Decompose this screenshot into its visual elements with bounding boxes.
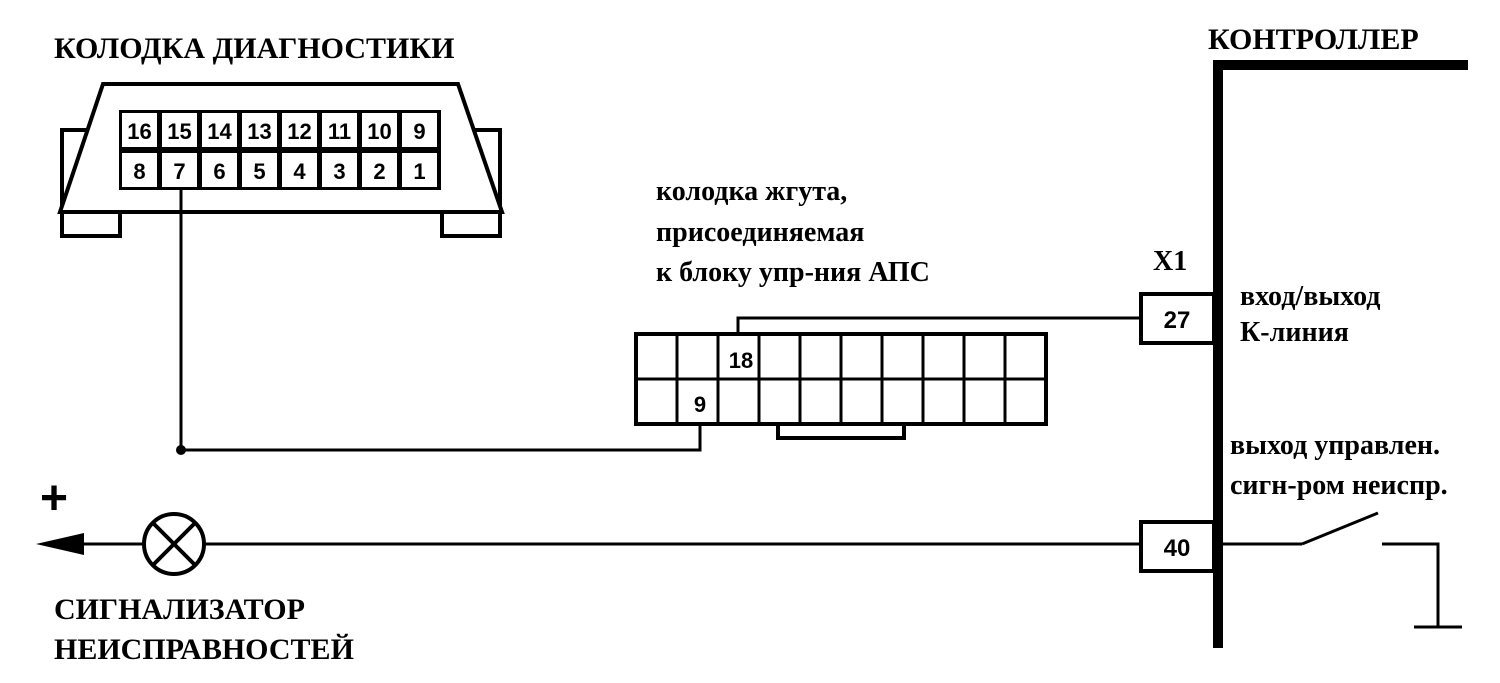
- lamp-label-line1: СИГНАЛИЗАТОР: [54, 593, 305, 626]
- diag-pin-cell: [162, 113, 197, 147]
- harness-pin-18-label: 18: [729, 348, 753, 373]
- diag-pin-label: 4: [293, 159, 306, 184]
- diag-pin-label: 1: [413, 159, 425, 184]
- controller-pin-40-label: 40: [1164, 535, 1191, 562]
- harness-label-line1: колодка жгута,: [656, 176, 848, 207]
- diag-pin-cell: [322, 153, 357, 187]
- wire-k-line: [736, 316, 1141, 334]
- plus-sign: +: [40, 472, 69, 525]
- diag-pin-label: 7: [173, 159, 185, 184]
- diag-pin-label: 10: [367, 119, 391, 144]
- diag-pin-label: 3: [333, 159, 345, 184]
- diag-pin-cell: [122, 153, 157, 187]
- junction-dot: [176, 445, 186, 455]
- arrow-left-icon: [36, 533, 84, 555]
- diag-pin-cell: [402, 153, 437, 187]
- diag-pin-cell: [402, 113, 437, 147]
- controller-pin-27-box: [1139, 292, 1216, 345]
- diag-pin-cell: [362, 113, 397, 147]
- wire-diag-pin7-to-harness-pin9: [179, 190, 702, 452]
- diag-pin-label: 11: [328, 119, 351, 144]
- diagnostic-connector: 16 15 14 13 12 11 10 9 8 7 6 5 4 3 2 1: [57, 82, 505, 238]
- diag-pin-label: 15: [167, 119, 191, 144]
- harness-pin-9-label: 9: [694, 392, 706, 417]
- diag-pin-cell: [322, 113, 357, 147]
- controller-pin-27-label: 27: [1164, 307, 1191, 334]
- diag-pin-label: 5: [253, 159, 265, 184]
- diag-pin-cell: [362, 153, 397, 187]
- diag-pin-label: 6: [213, 159, 225, 184]
- diag-connector-pins: 16 15 14 13 12 11 10 9 8 7 6 5 4 3 2 1: [122, 113, 437, 187]
- diag-pin-label: 2: [373, 159, 385, 184]
- diag-pin-cell: [282, 153, 317, 187]
- output-label-line1: выход управлен.: [1230, 430, 1440, 461]
- diag-pin-cell: [242, 113, 277, 147]
- kline-label-line1: вход/выход: [1240, 281, 1381, 312]
- controller-pin-40-box: [1139, 520, 1216, 573]
- kline-label-line2: К-линия: [1240, 317, 1349, 348]
- lamp-label-line2: НЕИСПРАВНОСТЕЙ: [54, 633, 354, 666]
- output-label-line2: сигн-ром неиспр.: [1230, 470, 1448, 501]
- diag-pin-cell: [242, 153, 277, 187]
- diag-connector-title: КОЛОДКА ДИАГНОСТИКИ: [54, 32, 455, 65]
- switch-blade: [1301, 511, 1379, 546]
- diag-pin-label: 8: [133, 159, 145, 184]
- wire-switch-to-ground: [1382, 542, 1440, 627]
- controller-bus: [1213, 60, 1468, 648]
- diag-pin-label: 14: [207, 119, 232, 144]
- diag-connector-left-ear: [60, 128, 122, 238]
- diag-pin-label: 13: [247, 119, 271, 144]
- controller-title: КОНТРОЛЛЕР: [1208, 23, 1419, 56]
- diag-pin-cell: [162, 153, 197, 187]
- diag-pin-cell: [202, 153, 237, 187]
- diag-connector-right-ear: [440, 128, 502, 238]
- diag-pin-label: 12: [287, 119, 311, 144]
- connector-x1-label: X1: [1153, 246, 1188, 277]
- harness-connector: 18 9: [634, 332, 1048, 440]
- harness-connector-grid: [636, 334, 1046, 424]
- diag-pin-cell: [282, 113, 317, 147]
- diag-pin-cell: [202, 113, 237, 147]
- harness-label-line3: к блоку упр-ния АПС: [656, 257, 930, 288]
- diag-pin-label: 16: [127, 119, 151, 144]
- diag-pin-cell: [122, 113, 157, 147]
- warning-lamp-icon: [142, 512, 206, 576]
- diag-pin-label: 9: [413, 119, 425, 144]
- harness-label-line2: присоединяемая: [656, 217, 865, 248]
